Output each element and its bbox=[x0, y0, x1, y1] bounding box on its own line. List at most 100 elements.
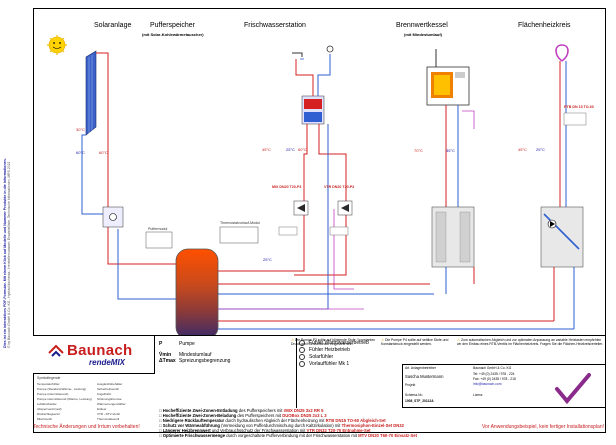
pump-p1-icon[interactable] bbox=[109, 213, 117, 221]
product-name: rendeMIX bbox=[89, 358, 126, 367]
tb-phone: Tel: +49 (0) 2435 / 978 - 224 bbox=[473, 372, 515, 376]
temp-fw-2: 60°C bbox=[298, 147, 307, 152]
temp-fw-3: 25°C bbox=[286, 147, 295, 152]
legend-heading: Symbollegende bbox=[37, 376, 61, 380]
brand-logo[interactable]: Baunach rendeMIX bbox=[33, 336, 155, 374]
sensor-flow-text: Vorlauffühler Mk 1 bbox=[309, 361, 350, 367]
legend-vmin-label: V̇min bbox=[159, 352, 172, 358]
temp-boiler-2: 35°C bbox=[446, 148, 455, 153]
legend-dt-label: ΔTmax bbox=[159, 358, 176, 364]
temp-floor-2: 25°C bbox=[536, 147, 545, 152]
note-item: □ Hocheffiziente Zwei-Zonen-Beladung des… bbox=[159, 413, 327, 418]
baunach-logo-icon bbox=[48, 344, 64, 357]
note-item: □ Längerer Heizbrennwert und Verbrauchss… bbox=[159, 428, 371, 433]
tb-schema-number: 1008_STF_20112A bbox=[405, 399, 434, 403]
note-item: □ Niedrigere Rücklauftemperatur durch hy… bbox=[159, 418, 386, 423]
sensor-flow-icon bbox=[299, 361, 305, 367]
warning-rtb-text: Zum automatischen Abgleich und zur optim… bbox=[457, 338, 603, 347]
sensor-solar-icon bbox=[299, 354, 305, 360]
warning-p3-text: Die Pumpe P3 sollte auf blinkende Stufe … bbox=[291, 338, 376, 347]
section-boiler-sub: (mit Mindestumlauf) bbox=[404, 32, 442, 37]
sidebar-copyright: © by Baunach GmbH & Co. KG - Hydrauliksc… bbox=[7, 161, 11, 348]
checkmark-icon bbox=[555, 373, 591, 405]
legend-item: Pumpe (Standard-Wärme-, Leistung) bbox=[37, 387, 87, 391]
hydraulic-schematic bbox=[47, 35, 587, 336]
sensor-heating-icon bbox=[299, 347, 305, 353]
warning-icon: ⚠ bbox=[291, 338, 295, 342]
note-item: □ Optimierte Frischwassermenge durch vor… bbox=[159, 433, 418, 438]
thermostat-module-tag: Thermostatvorlauf-Modul bbox=[220, 221, 260, 225]
footer-panel: Baunach rendeMIX Symbollegende Temperatu… bbox=[33, 335, 606, 438]
legend-vmin-text: Mindestumlauf bbox=[179, 352, 212, 358]
puffer-module-tag: Puffermodul bbox=[148, 227, 168, 231]
rtb-valve[interactable] bbox=[563, 112, 587, 126]
solar-collector bbox=[85, 50, 97, 136]
pump-p4-icon[interactable] bbox=[547, 219, 557, 229]
legend-item: Luftabscheider bbox=[37, 402, 57, 406]
legend-item: Pumpe (intermittierend) bbox=[37, 392, 69, 396]
shower-icon bbox=[326, 45, 334, 53]
floor-module bbox=[540, 206, 584, 268]
sensor-ww-text: Fühler Warmwasserbetrieb bbox=[309, 340, 369, 346]
section-buffer-sub: (mit Solar-Kohlewärmetauscher) bbox=[142, 32, 204, 37]
legend-item: Entleer bbox=[97, 407, 107, 411]
legend-item: Absperrventil (auf) bbox=[37, 407, 62, 411]
sensor-heating-text: Fühler Heizbetrieb bbox=[309, 347, 350, 353]
rtb-valve-label: RTB DN 15 TO-60 bbox=[564, 105, 594, 109]
legend-item: Strömungsbremse bbox=[97, 397, 122, 401]
tb-fax: Fax: +49 (0) 2435 / 978 - 218 bbox=[473, 377, 516, 381]
warning-p4: ⚠ Die Pumpe P4 sollte auf settlice Stufe… bbox=[381, 338, 453, 346]
section-solar: Solaranlage bbox=[94, 22, 132, 29]
tb-operator-label: Art. Anlagenbetreiber bbox=[405, 366, 436, 370]
temp-buffer-mid: 25°C bbox=[263, 257, 272, 262]
title-block: Art. Anlagenbetreiber Sascha Mustermann … bbox=[402, 364, 606, 408]
temp-solar-r: 60°C bbox=[99, 150, 108, 155]
section-freshwater: Frischwasserstation bbox=[244, 22, 306, 29]
legend-dt-text: Spreizungsbegrenzung bbox=[179, 358, 231, 364]
note-item: □ Hocheffiziente Zwei-Zonen-Entladung de… bbox=[159, 408, 324, 413]
temp-solar-hot: 30°C bbox=[76, 127, 85, 132]
tb-license: Lizenz bbox=[473, 393, 483, 397]
warning-p3: ⚠ Die Pumpe P3 sollte auf blinkende Stuf… bbox=[291, 338, 379, 346]
temp-fw-1: 45°C bbox=[262, 147, 271, 152]
legend-item: Pumpe intermittierend (Wärme, Leistung) bbox=[37, 397, 92, 401]
legend-p-label: P bbox=[159, 341, 163, 347]
vtr-valve-label: VTR DN20 T20-P3 bbox=[324, 185, 355, 189]
buffer-tank[interactable] bbox=[175, 248, 219, 336]
temp-boiler-1: 70°C bbox=[414, 148, 423, 153]
legend-item: Rückschlagventil bbox=[37, 412, 60, 416]
tb-schema-label: Schema-Nr.: bbox=[405, 393, 424, 397]
legend-item: Mischventil bbox=[37, 417, 52, 421]
legend-item: Temperaturfühler bbox=[37, 382, 60, 386]
legend-item: Sicherheitsventil bbox=[97, 387, 119, 391]
abbreviation-legend: P Pumpe V̇min Mindestumlauf ΔTmax Spreiz… bbox=[157, 338, 297, 408]
mix-valve-right[interactable] bbox=[337, 200, 353, 216]
temp-floor-1: 45°C bbox=[518, 147, 527, 152]
sensor-ww-icon bbox=[299, 340, 305, 346]
warning-rtb: ⚠ Zum automatischen Abgleich und zur opt… bbox=[457, 338, 603, 346]
note-item: □ Schutz vor Wärmeabführung (Vermeidung … bbox=[159, 423, 404, 428]
sun-icon bbox=[47, 35, 67, 55]
tb-email[interactable]: info@baunach.com bbox=[473, 382, 502, 386]
mix-valve-label: MIX DN20 T20-P3 bbox=[272, 185, 302, 189]
section-boiler: Brennwertkessel bbox=[396, 22, 448, 29]
tb-company: Baunach GmbH & Co. KG bbox=[473, 366, 512, 370]
legend-item: Wärmemengenzähler bbox=[97, 402, 126, 406]
brand-name: Baunach bbox=[67, 342, 133, 359]
tap-icon bbox=[292, 52, 304, 60]
legend-item: VTR - DTV-Ventil bbox=[97, 412, 120, 416]
legend-item: Kugelhahn bbox=[97, 392, 112, 396]
mix-valve-left[interactable] bbox=[293, 200, 309, 216]
buffer-module-box bbox=[145, 231, 173, 249]
temp-solar-cold: 60°C bbox=[76, 150, 85, 155]
legend-item: Ausgleichsbehälter bbox=[97, 382, 123, 386]
footer-disclaimer: Technische Änderungen und Irrtum vorbeha… bbox=[33, 424, 140, 430]
tb-operator[interactable]: Sascha Mustermann bbox=[405, 374, 444, 379]
sidebar-notes: Dies ist ein interaktives PDF-Formular. … bbox=[0, 8, 11, 356]
section-floor: Flächenheizkreis bbox=[518, 22, 571, 29]
thermostat-module-box bbox=[219, 226, 259, 244]
legend-p-text: Pumpe bbox=[179, 341, 195, 347]
warning-icon: ⚠ bbox=[381, 338, 385, 342]
symbol-legend: Symbollegende Temperaturfühler Pumpe (St… bbox=[35, 376, 155, 431]
